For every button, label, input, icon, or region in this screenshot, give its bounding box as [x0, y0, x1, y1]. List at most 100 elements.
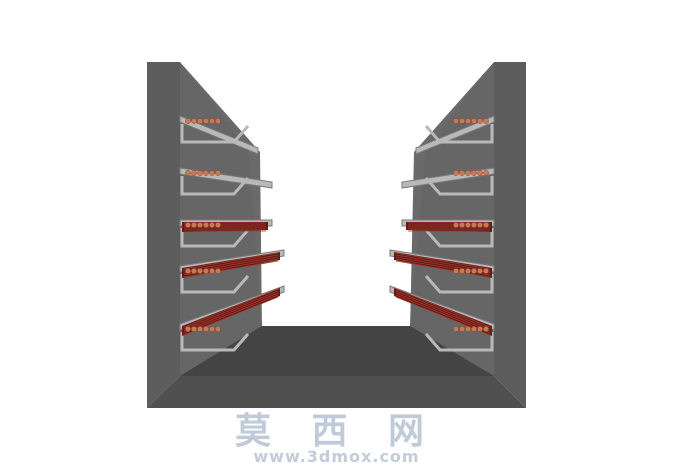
cable-end [203, 170, 209, 176]
cable-end [477, 170, 483, 176]
cable-end [191, 118, 197, 124]
cable-line [395, 252, 491, 270]
left-tier-2 [179, 167, 273, 196]
cable-end [483, 222, 489, 228]
cable-end [471, 268, 477, 274]
cable-end [459, 170, 465, 176]
watermark-url: www.3dmox.com [253, 447, 420, 466]
bracket-frame [180, 176, 250, 196]
cable-end [209, 222, 215, 228]
left-tier-4 [179, 249, 285, 294]
trench-opening [262, 60, 412, 326]
bracket-frame [424, 274, 494, 294]
right-wall [494, 62, 526, 408]
cable-end [483, 118, 489, 124]
left-cable-brackets [179, 115, 285, 352]
cable-end [197, 170, 203, 176]
cable-end [203, 222, 209, 228]
cable-line [183, 252, 279, 270]
cable-end [483, 268, 489, 274]
cable-end [185, 326, 191, 332]
cable-end [465, 170, 471, 176]
cable-end [465, 222, 471, 228]
cable-end [185, 118, 191, 124]
cable-end [185, 222, 191, 228]
cable-end [453, 118, 459, 124]
trench-opening-right [412, 60, 494, 152]
bracket-arm [401, 167, 495, 189]
cable-line [395, 290, 491, 330]
bracket-frame [180, 332, 250, 352]
cable-end [471, 222, 477, 228]
right-tier-5 [389, 285, 495, 352]
cable-end [459, 326, 465, 332]
left-wall [147, 62, 180, 408]
cable-end [197, 326, 203, 332]
bracket-frame [424, 176, 494, 196]
cable-end [215, 268, 221, 274]
cable-end [209, 326, 215, 332]
bottom-slab [147, 376, 526, 408]
cable-line [183, 292, 279, 332]
cable-line [183, 288, 279, 328]
cable-end [209, 268, 215, 274]
cable-end [209, 118, 215, 124]
cable-end [185, 268, 191, 274]
cable-end [209, 170, 215, 176]
left-tier-3 [179, 219, 273, 248]
bracket-arm [179, 167, 273, 189]
cable-line [183, 260, 279, 278]
cable-end [459, 268, 465, 274]
cable-end [465, 326, 471, 332]
bracket-frame [424, 332, 494, 352]
bracket-frame [424, 228, 494, 248]
bracket-arm [415, 115, 495, 155]
cable-end [459, 118, 465, 124]
cable-line [395, 288, 491, 328]
cable-line [395, 260, 491, 278]
cable-end [191, 222, 197, 228]
cable-end [453, 170, 459, 176]
right-tier-4 [389, 249, 495, 294]
cable-end [465, 118, 471, 124]
bracket-frame [180, 228, 250, 248]
cable-end [203, 326, 209, 332]
cable-end [483, 170, 489, 176]
cable-end [197, 268, 203, 274]
floor-face [180, 326, 494, 376]
bracket-frame [180, 124, 250, 144]
cable-end [471, 326, 477, 332]
cable-end [215, 326, 221, 332]
cable-end [197, 118, 203, 124]
right-tier-2 [401, 167, 495, 196]
trench-opening-left [180, 60, 262, 152]
bracket-arm [179, 115, 259, 155]
left-tier-1 [179, 115, 259, 155]
cable-end [471, 170, 477, 176]
cable-end [203, 268, 209, 274]
cable-line [395, 292, 491, 332]
cable-end [215, 222, 221, 228]
cable-end [215, 118, 221, 124]
cable-end [185, 170, 191, 176]
cable-end [191, 326, 197, 332]
cable-end [477, 118, 483, 124]
cable-line [183, 290, 279, 330]
cable-end [477, 222, 483, 228]
cable-end [191, 170, 197, 176]
cable-end [459, 222, 465, 228]
left-tier-5 [179, 285, 285, 352]
right-tier-1 [415, 115, 495, 155]
cable-end [465, 268, 471, 274]
cable-end [483, 326, 489, 332]
cable-end [453, 326, 459, 332]
cable-end [191, 268, 197, 274]
right-tier-3 [401, 219, 495, 248]
cable-end [215, 170, 221, 176]
cable-end [471, 118, 477, 124]
cable-end [477, 268, 483, 274]
watermark-chinese: 莫 西 网 [234, 410, 439, 452]
cable-end [197, 222, 203, 228]
right-cable-brackets [389, 115, 495, 352]
